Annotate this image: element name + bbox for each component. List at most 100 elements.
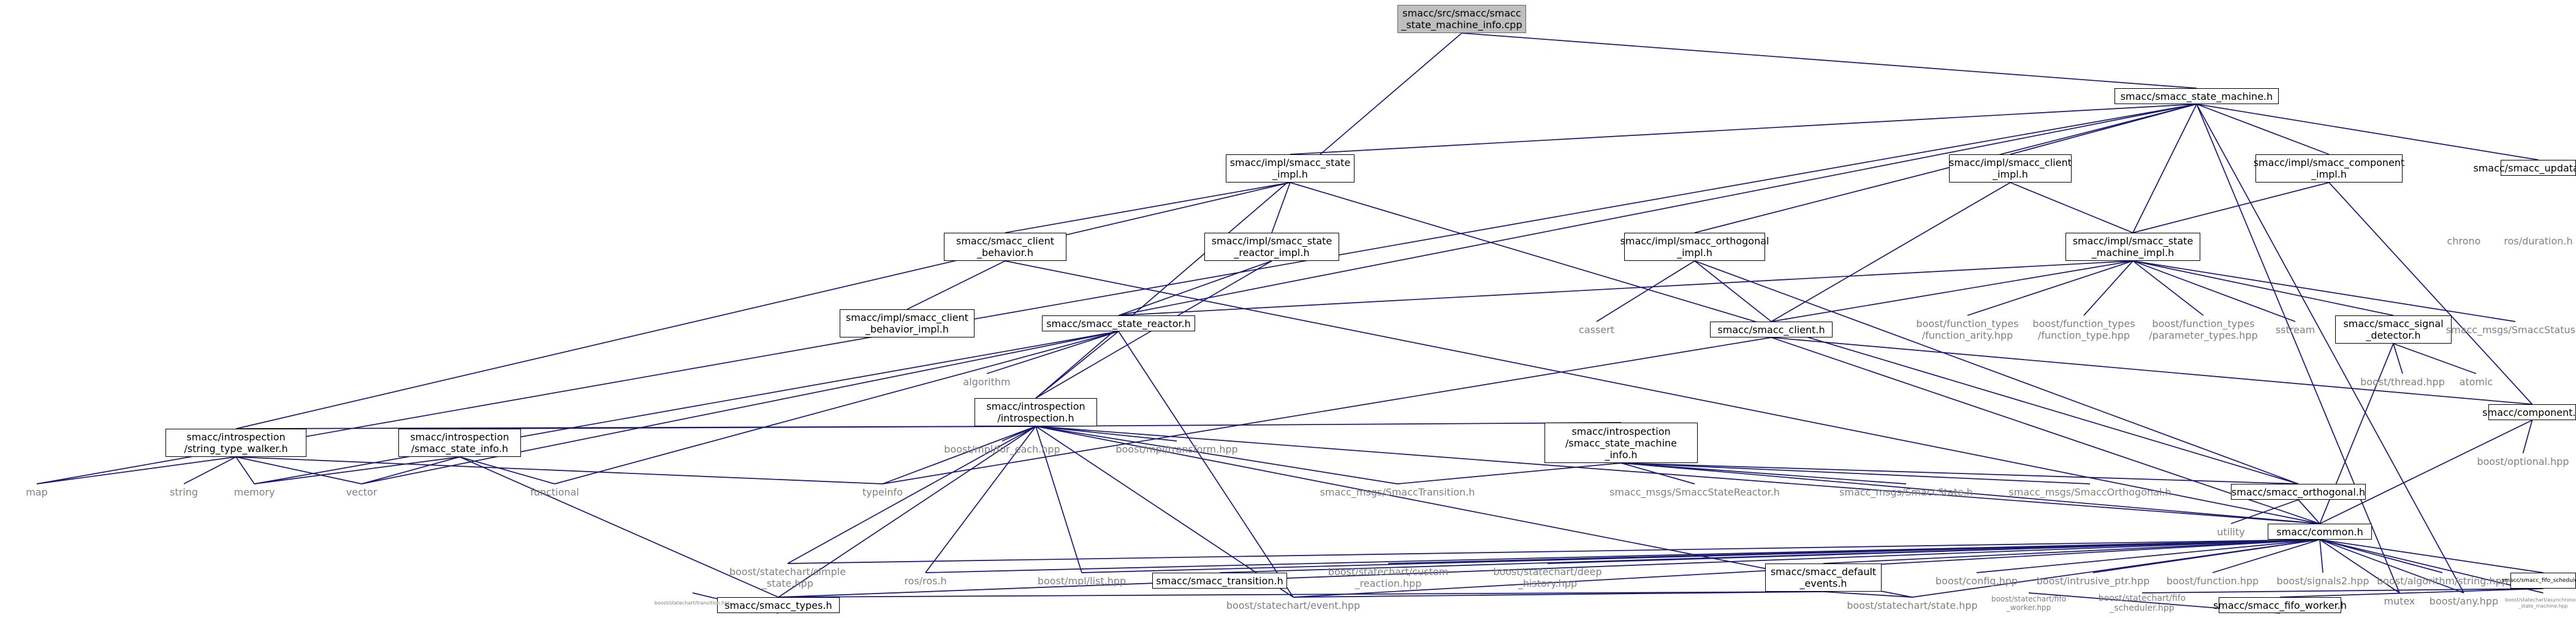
edge-root-file-to-state-machine-h [1461,32,2197,89]
edge-state-impl-to-client-behavior [1005,182,1291,233]
node-fifo-worker[interactable]: smacc/smacc_fifo_worker.h [2213,597,2347,613]
edge-state-machine-impl-to-state-reactor-h [1118,260,2133,316]
node-string-type-walker[interactable]: smacc/introspection /string_type_walker.… [165,429,306,457]
node-root-file[interactable]: smacc/src/smacc/smacc _state_machine_inf… [1397,5,1526,33]
node-mpl-list[interactable]: boost/mpl/list.hpp [1037,575,1127,587]
node-client-impl[interactable]: smacc/impl/smacc_client _impl.h [1949,154,2072,183]
node-sc-event[interactable]: boost/statechart/event.hpp [1226,599,1361,611]
node-thread-hpp[interactable]: boost/thread.hpp [2360,375,2445,388]
node-cassert[interactable]: cassert [1579,323,1614,336]
node-typeinfo[interactable]: typeinfo [862,486,903,498]
node-memory[interactable]: memory [234,486,275,498]
node-sc-fifo-worker[interactable]: boost/statechart/fifo _worker.hpp [1991,595,2067,612]
node-msgs-status[interactable]: smacc_msgs/SmaccStatus.h [2445,323,2576,336]
node-signals2-hpp[interactable]: boost/signals2.hpp [2276,575,2369,587]
node-state-reactor-impl[interactable]: smacc/impl/smacc_state _reactor_impl.h [1204,233,1339,261]
node-function-hpp[interactable]: boost/function.hpp [2166,575,2259,587]
node-fifo-scheduler[interactable]: smacc/smacc_fifo_scheduler.h [2502,573,2576,589]
node-ros-duration[interactable]: ros/duration.h [2504,235,2573,247]
edge-client-h-to-typeinfo [882,337,1772,484]
edge-orthogonal-h-to-utility [2230,499,2299,524]
edge-state-impl-to-string-type-walker [235,182,1291,429]
node-vector[interactable]: vector [346,486,378,498]
node-state-info[interactable]: smacc/introspection /smacc_state_info.h [398,429,521,457]
node-mpl-for-each[interactable]: boost/mpl/for_each.hpp [944,443,1060,455]
node-intrusive-ptr[interactable]: boost/intrusive_ptr.hpp [2036,575,2150,587]
edge-state-machine-h-to-map [36,104,2197,484]
edge-default-events-to-sc-state [1823,591,1913,598]
node-sc-state[interactable]: boost/statechart/state.hpp [1847,599,1978,611]
node-common-h[interactable]: smacc/common.h [2268,524,2372,540]
node-ros-h[interactable]: ros/ros.h [904,575,947,587]
edge-state-reactor-h-to-memory [254,331,1119,484]
node-config-hpp[interactable]: boost/config.hpp [1935,575,2018,587]
node-state-reactor-h[interactable]: smacc/smacc_state_reactor.h [1042,315,1195,331]
node-client-h[interactable]: smacc/smacc_client.h [1710,322,1833,337]
node-types-h[interactable]: smacc/smacc_types.h [717,597,840,613]
node-state-machine-h[interactable]: smacc/smacc_state_machine.h [2114,88,2279,104]
edge-state-machine-impl-to-signal-detector [2132,260,2394,316]
edge-state-info-to-types-h [459,456,779,598]
node-signal-detector[interactable]: smacc/smacc_signal _detector.h [2335,315,2452,344]
node-optional[interactable]: boost/optional.hpp [2477,455,2569,467]
node-algorithm[interactable]: algorithm [963,375,1011,388]
node-sc-custom-reaction[interactable]: boost/statechart/custom _reaction.hpp [1328,566,1449,589]
edge-state-reactor-impl-to-state-reactor-h [1118,260,1272,316]
node-ft-param[interactable]: boost/function_types /parameter_types.hp… [2149,318,2258,341]
node-sstream[interactable]: sstream [2275,323,2316,336]
node-sc-transition[interactable]: boost/statechart/transition.hpp [654,600,731,606]
edge-state-machine-h-to-orthogonal-impl [1694,104,2197,233]
node-any-hpp[interactable]: boost/any.hpp [2429,595,2499,607]
edge-state-impl-to-state-reactor-impl [1271,182,1291,233]
edge-introspection-h-to-state-info [459,426,1036,429]
node-component-impl[interactable]: smacc/impl/smacc_component _impl.h [2254,154,2404,183]
node-mutex[interactable]: mutex [2384,595,2415,607]
node-atomic[interactable]: atomic [2459,375,2493,388]
node-default-events[interactable]: smacc/smacc_default _events.h [1765,563,1882,592]
edge-state-machine-h-to-state-reactor-h [1118,104,2197,316]
node-sc-deep-history[interactable]: boost/statechart/deep _history.hpp [1493,566,1602,589]
node-orthogonal-impl[interactable]: smacc/impl/smacc_orthogonal _impl.h [1620,233,1769,261]
node-msgs-transition[interactable]: smacc_msgs/SmaccTransition.h [1320,486,1475,498]
node-msgs-state[interactable]: smacc_msgs/SmaccState.h [1839,486,1973,498]
node-msgs-state-reactor[interactable]: smacc_msgs/SmaccStateReactor.h [1609,486,1780,498]
edge-client-behavior-to-common-h [1005,260,2320,524]
node-functional[interactable]: functional [530,486,579,498]
node-transition-h[interactable]: smacc/smacc_transition.h [1152,573,1287,589]
edge-common-h-to-sc-state [1912,539,2320,598]
node-introspection-h[interactable]: smacc/introspection /introspection.h [975,398,1097,426]
edge-introspection-h-to-sc-event [1035,426,1294,598]
node-string[interactable]: string [170,486,198,498]
node-sm-info[interactable]: smacc/introspection /smacc_state_machine… [1544,423,1698,463]
node-state-machine-impl[interactable]: smacc/impl/smacc_state _machine_impl.h [2065,233,2200,261]
edge-common-h-to-mutex [2319,539,2400,594]
edge-common-h-to-signals2-hpp [2319,539,2323,573]
edge-common-h-to-types-h [778,539,2320,598]
node-sc-fifo-scheduler[interactable]: boost/statechart/fifo _scheduler.hpp [2098,594,2186,613]
node-client-behavior[interactable]: smacc/smacc_client _behavior.h [944,233,1066,261]
edge-client-h-to-component-h [1771,337,2532,405]
node-map[interactable]: map [26,486,48,498]
node-client-behavior-impl[interactable]: smacc/impl/smacc_client _behavior_impl.h [840,309,975,337]
node-algorithm-string[interactable]: boost/algorithm/string.hpp [2377,575,2508,587]
edge-fifo-scheduler-to-sc-fifo-scheduler [2141,588,2544,594]
node-msgs-orthogonal[interactable]: smacc_msgs/SmaccOrthogonal.h [2008,486,2171,498]
node-utility[interactable]: utility [2217,526,2245,538]
node-ft-arity[interactable]: boost/function_types /function_arity.hpp [1916,318,2019,341]
edge-client-h-to-common-h [1771,337,2320,524]
node-updatable[interactable]: smacc/smacc_updatable.h [2473,160,2576,176]
node-sc-async-sm[interactable]: boost/statechart/asynchronous _state_mac… [2505,597,2576,609]
edge-root-file-to-introspection-h [1035,32,1462,399]
node-sc-simple-state[interactable]: boost/statechart/simple _state.hpp [729,566,846,589]
node-component-h[interactable]: smacc/component.h [2482,404,2576,420]
node-orthogonal-h[interactable]: smacc/smacc_orthogonal.h [2231,484,2366,500]
edge-introspection-h-to-sm-info [1035,422,1622,427]
edge-component-h-to-common-h [2319,420,2532,524]
edge-orthogonal-impl-to-cassert [1596,260,1695,322]
node-mpl-transform[interactable]: boost/mpl/transform.hpp [1115,443,1238,455]
node-ft-type[interactable]: boost/function_types /function_type.hpp [2032,318,2135,341]
node-state-impl[interactable]: smacc/impl/smacc_state _impl.h [1226,154,1354,183]
node-chrono[interactable]: chrono [2447,235,2481,247]
